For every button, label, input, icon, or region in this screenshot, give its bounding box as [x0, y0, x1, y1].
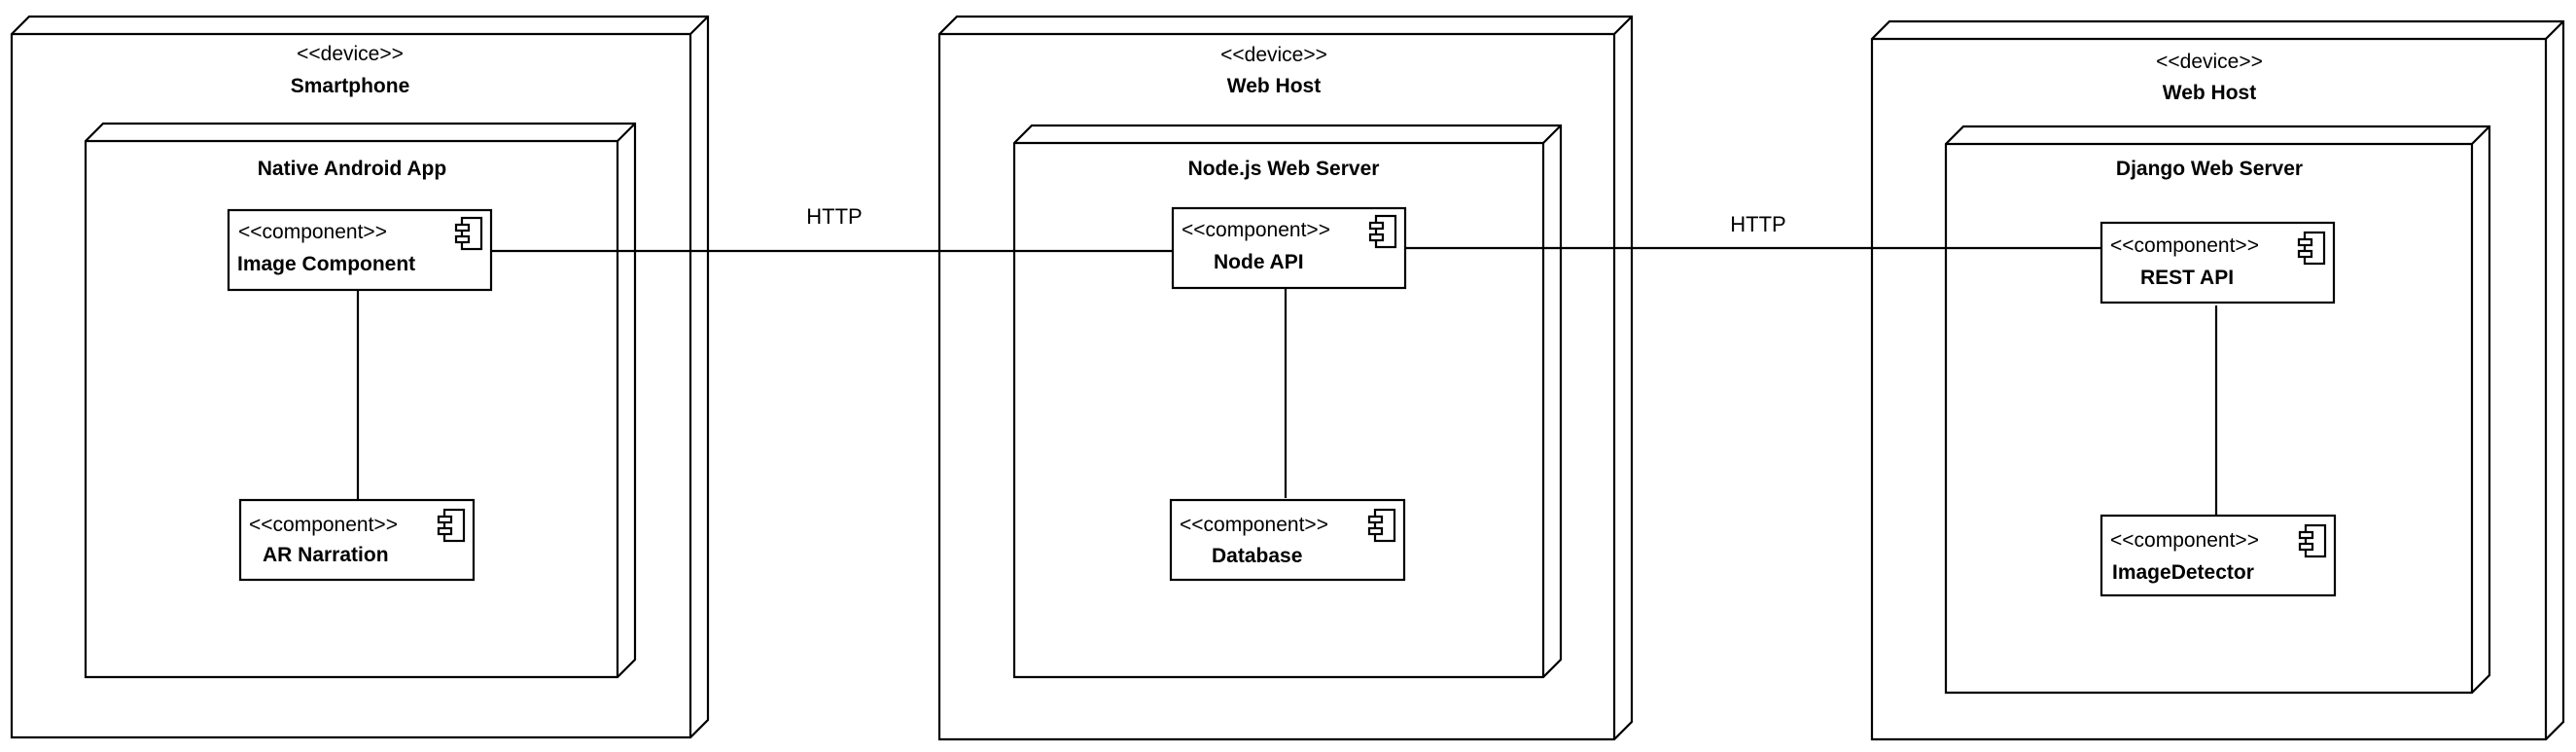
device-stereotype: <<device>>: [297, 43, 404, 65]
component-stereotype: <<component>>: [2110, 529, 2259, 552]
component-icon: [2298, 523, 2327, 558]
component-imagedetector[interactable]: <<component>> ImageDetector: [2100, 514, 2337, 597]
component-rest-api[interactable]: <<component>> REST API: [2100, 221, 2336, 304]
device-title-web-host: Web Host: [1227, 75, 1321, 97]
component-name: Database: [1212, 545, 1302, 567]
component-name: Node API: [1214, 251, 1304, 273]
component-image-component[interactable]: <<component>> Image Component: [227, 208, 493, 292]
component-ar-narration[interactable]: <<component>> AR Narration: [238, 498, 476, 582]
component-icon: [454, 216, 483, 251]
component-icon: [1367, 508, 1396, 543]
node-title-django-web-server: Django Web Server: [2116, 158, 2303, 180]
device-stereotype: <<device>>: [1220, 44, 1327, 66]
device-stereotype: <<device>>: [2156, 51, 2263, 73]
component-name: ImageDetector: [2112, 561, 2254, 584]
component-stereotype: <<component>>: [238, 221, 387, 243]
component-stereotype: <<component>>: [249, 514, 398, 536]
component-stereotype: <<component>>: [1180, 514, 1328, 536]
component-database[interactable]: <<component>> Database: [1169, 498, 1406, 582]
node-django-web-server: Django Web Server: [1944, 125, 2491, 695]
node-title-native-android-app: Native Android App: [258, 158, 446, 180]
device-title-web-host: Web Host: [2163, 82, 2256, 104]
connector-label-http: HTTP: [806, 204, 862, 229]
component-node-api[interactable]: <<component>> Node API: [1171, 206, 1407, 290]
component-stereotype: <<component>>: [2110, 234, 2259, 257]
component-stereotype: <<component>>: [1182, 219, 1330, 241]
connector-label-http: HTTP: [1730, 212, 1785, 236]
component-name: REST API: [2140, 267, 2234, 289]
node-title-nodejs-web-server: Node.js Web Server: [1188, 158, 1380, 180]
device-title-smartphone: Smartphone: [291, 75, 410, 97]
component-icon: [1368, 214, 1397, 249]
component-name: AR Narration: [263, 544, 389, 566]
component-name: Image Component: [237, 253, 415, 275]
node-nodejs-web-server: Node.js Web Server: [1012, 124, 1563, 679]
component-icon: [437, 508, 466, 543]
component-icon: [2297, 231, 2326, 266]
connectors: HTTP HTTP: [356, 204, 2218, 515]
node-native-android-app: Native Android App: [84, 122, 637, 679]
